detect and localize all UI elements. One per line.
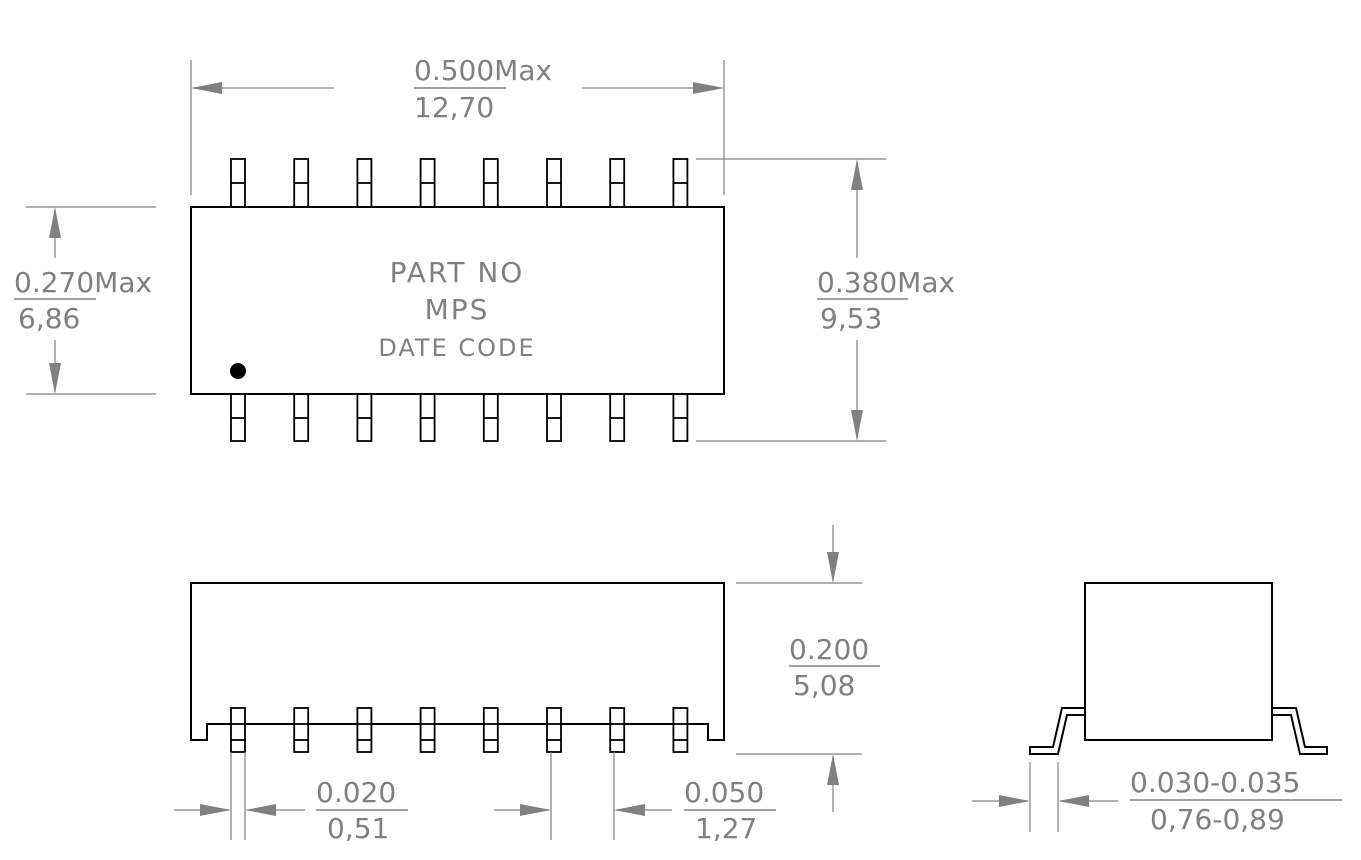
dim-body-width-inch: 0.270Max [14, 266, 152, 299]
pin-side [419, 707, 436, 753]
dim-arrow [693, 82, 724, 94]
label-part-no: PART NO [390, 256, 525, 289]
dim-lead-width-mm: 0,51 [327, 812, 389, 845]
label-mps: MPS [425, 293, 490, 326]
dim-overall-width-mm: 9,53 [820, 302, 882, 335]
pin-side [293, 707, 310, 753]
side-view-pins [230, 707, 689, 753]
dim-height-inch: 0.200 [789, 633, 869, 666]
top-view-pins [230, 158, 689, 442]
dim-arrow [520, 804, 551, 816]
dim-lead-width: 0.020 0,51 [174, 752, 408, 845]
dim-arrow [827, 552, 839, 583]
pin1-marker [230, 363, 246, 379]
dim-length-inch: 0.500Max [414, 54, 552, 87]
side-view [190, 582, 725, 753]
dim-body-width-mm: 6,86 [18, 302, 80, 335]
dim-arrow [200, 804, 231, 816]
dim-arrow [49, 207, 61, 238]
dim-length-mm: 12,70 [414, 91, 494, 124]
dim-arrow [999, 795, 1030, 807]
end-view [1029, 582, 1328, 755]
pin-side [230, 707, 246, 753]
dim-arrow [851, 410, 863, 441]
dim-overall-width-inch: 0.380Max [817, 266, 955, 299]
dim-arrow [614, 804, 645, 816]
dim-arrow [1058, 795, 1089, 807]
pin-side [482, 707, 499, 753]
dim-length: 0.500Max 12,70 [190, 54, 725, 195]
end-view-right-lead [1271, 707, 1328, 755]
side-view-body [190, 582, 725, 741]
top-view-body [190, 206, 725, 395]
dim-foot-length: 0.030-0.035 0,76-0,89 [972, 762, 1342, 836]
dim-arrow [851, 159, 863, 190]
dim-height-mm: 5,08 [793, 669, 855, 702]
dim-arrow [49, 363, 61, 394]
pin-side [609, 707, 626, 753]
pin-side [672, 707, 689, 753]
dim-arrow [827, 754, 839, 785]
label-date-code: DATE CODE [378, 334, 535, 362]
dim-foot-length-mm: 0,76-0,89 [1150, 803, 1285, 836]
dim-body-width: 0.270Max 6,86 [14, 206, 156, 395]
dim-pitch: 0.050 1,27 [494, 752, 776, 845]
dim-arrow [245, 804, 276, 816]
dim-pitch-inch: 0.050 [684, 776, 764, 809]
dim-lead-width-inch: 0.020 [316, 776, 396, 809]
end-view-left-lead [1029, 707, 1086, 755]
dim-arrow [191, 82, 222, 94]
pin-side [356, 707, 373, 753]
end-view-body [1084, 582, 1273, 741]
dim-foot-length-inch: 0.030-0.035 [1130, 766, 1300, 799]
pin-side [546, 707, 562, 753]
dim-height: 0.200 5,08 [736, 525, 880, 812]
dim-overall-width: 0.380Max 9,53 [696, 158, 955, 442]
dim-pitch-mm: 1,27 [695, 812, 757, 845]
top-view: PART NO MPS DATE CODE [190, 158, 725, 442]
